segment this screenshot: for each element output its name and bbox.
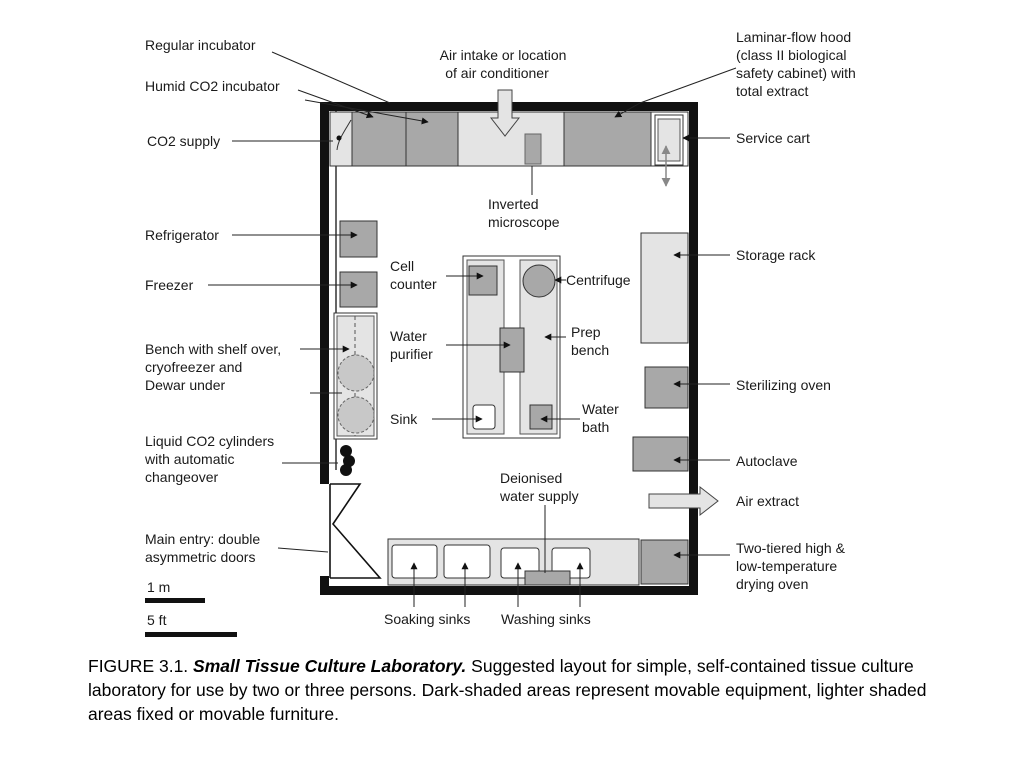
label-deionised-water: Deionised water supply [499,470,579,504]
label-air-intake: Air intake or location of air conditione… [440,47,571,81]
label-regular-incubator: Regular incubator [145,37,256,53]
label-storage-rack: Storage rack [736,247,816,263]
label-scale-imperial: 5 ft [147,612,167,628]
label-washing-sinks: Washing sinks [501,611,591,627]
label-liquid-co2: Liquid CO2 cylinders with automatic chan… [144,433,278,485]
laminar-flow-hood [563,111,652,167]
soaking-sink [443,544,491,579]
label-humid-co2-incubator: Humid CO2 incubator [145,78,280,94]
label-freezer: Freezer [145,277,194,293]
inverted-microscope [524,133,542,165]
label-soaking-sinks: Soaking sinks [384,611,470,627]
caption-body: Suggested layout for simple, self-contai… [88,656,927,724]
centrifuge [522,264,556,298]
drying-oven [640,539,689,585]
center-sink [472,404,496,430]
label-water-bath: Water bath [582,401,623,435]
label-main-entry: Main entry: double asymmetric doors [145,531,264,565]
storage-rack [640,232,689,344]
label-laminar-flow: Laminar-flow hood (class II biological s… [736,29,860,99]
scale-bar-imperial [145,632,237,637]
freezer [339,271,378,308]
label-air-extract: Air extract [736,493,799,509]
air-intake-arrow [489,89,521,137]
label-refrigerator: Refrigerator [145,227,219,243]
refrigerator [339,220,378,258]
label-co2-supply: CO2 supply [147,133,220,149]
dewar [337,396,375,434]
air-extract-arrow [648,485,719,517]
sterilizing-oven [644,366,689,409]
label-inverted-microscope: Inverted microscope [488,196,560,230]
label-service-cart: Service cart [736,130,810,146]
label-bench-shelf: Bench with shelf over, cryofreezer and D… [145,341,285,393]
label-sterilizing-oven: Sterilizing oven [736,377,831,393]
label-autoclave: Autoclave [736,453,798,469]
deionised-water-unit [524,570,571,586]
label-prep-bench: Prep bench [571,324,609,358]
cryofreezer [337,354,375,392]
caption-prefix: FIGURE 3.1. [88,656,194,676]
label-drying-oven: Two-tiered high & low-temperature drying… [736,540,849,592]
autoclave [632,436,689,472]
label-centrifuge: Centrifuge [566,272,631,288]
label-sink: Sink [390,411,418,427]
figure-caption: FIGURE 3.1. Small Tissue Culture Laborat… [88,654,948,726]
scale-bar-metric [145,598,205,603]
cell-counter [468,265,498,296]
main-entry-doors [329,483,382,579]
lab-layout-diagram: Regular incubator Humid CO2 incubator CO… [144,29,860,637]
water-bath [529,404,553,430]
label-scale-metric: 1 m [147,579,170,595]
regular-incubator [405,111,459,167]
water-purifier [499,327,525,373]
label-water-purifier: Water purifier [390,328,433,362]
label-cell-counter: Cell counter [390,258,437,292]
caption-title: Small Tissue Culture Laboratory. [193,656,467,676]
liquid-co2-cylinders [340,445,355,476]
humid-co2-incubator [351,111,407,167]
